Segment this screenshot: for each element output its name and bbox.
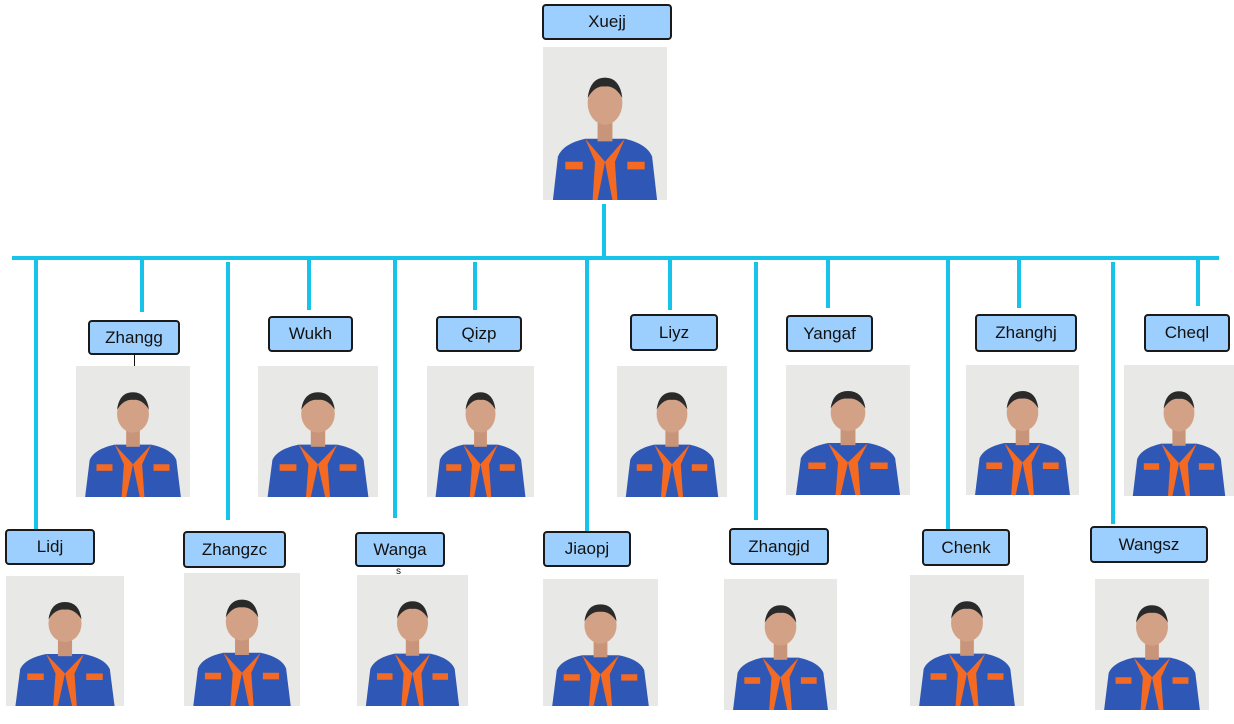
name-label-wangsz: Wangsz	[1090, 526, 1208, 563]
name-label-zhangzc: Zhangzc	[183, 531, 286, 568]
connector-lidj	[34, 258, 38, 530]
photo-lidj	[6, 576, 124, 706]
photo-wanga	[357, 575, 468, 706]
root-connector	[602, 204, 606, 258]
name-label-cheql: Cheql	[1144, 314, 1230, 352]
name-label-qizp: Qizp	[436, 316, 522, 352]
photo-liyz	[617, 366, 727, 497]
connector-qizp	[473, 262, 477, 310]
name-label-wukh: Wukh	[268, 316, 353, 352]
stray-text: s	[396, 566, 401, 577]
photo-wukh	[258, 366, 378, 497]
connector-wukh	[307, 258, 311, 310]
photo-jiaopj	[543, 579, 658, 706]
photo-wangsz	[1095, 579, 1209, 710]
connector-wanga	[393, 258, 397, 518]
name-label-liyz: Liyz	[630, 314, 718, 351]
name-label-xuejj: Xuejj	[542, 4, 672, 40]
name-label-zhangg: Zhangg	[88, 320, 180, 355]
connector-zhangg	[140, 258, 144, 312]
connector-liyz	[668, 258, 672, 310]
tick-zhangg	[134, 354, 135, 366]
connector-wangsz	[1111, 262, 1115, 524]
name-label-zhangjd: Zhangjd	[729, 528, 829, 565]
connector-jiaopj	[585, 258, 589, 532]
connector-yangaf	[826, 258, 830, 308]
photo-xuejj	[543, 47, 667, 200]
horizontal-bus-line	[12, 256, 1219, 260]
photo-yangaf	[786, 365, 910, 495]
name-label-chenk: Chenk	[922, 529, 1010, 566]
photo-zhangzc	[184, 573, 300, 706]
name-label-wanga: Wanga	[355, 532, 445, 567]
name-label-jiaopj: Jiaopj	[543, 531, 631, 567]
name-label-lidj: Lidj	[5, 529, 95, 565]
photo-chenk	[910, 575, 1024, 706]
name-label-yangaf: Yangaf	[786, 315, 873, 352]
connector-zhangzc	[226, 262, 230, 520]
photo-zhangg	[76, 366, 190, 497]
connector-chenk	[946, 258, 950, 530]
connector-zhanghj	[1017, 258, 1021, 308]
photo-cheql	[1124, 365, 1234, 496]
connector-cheql	[1196, 258, 1200, 306]
photo-zhanghj	[966, 365, 1079, 495]
name-label-zhanghj: Zhanghj	[975, 314, 1077, 352]
photo-qizp	[427, 366, 534, 497]
photo-zhangjd	[724, 579, 837, 710]
connector-zhangjd	[754, 262, 758, 520]
